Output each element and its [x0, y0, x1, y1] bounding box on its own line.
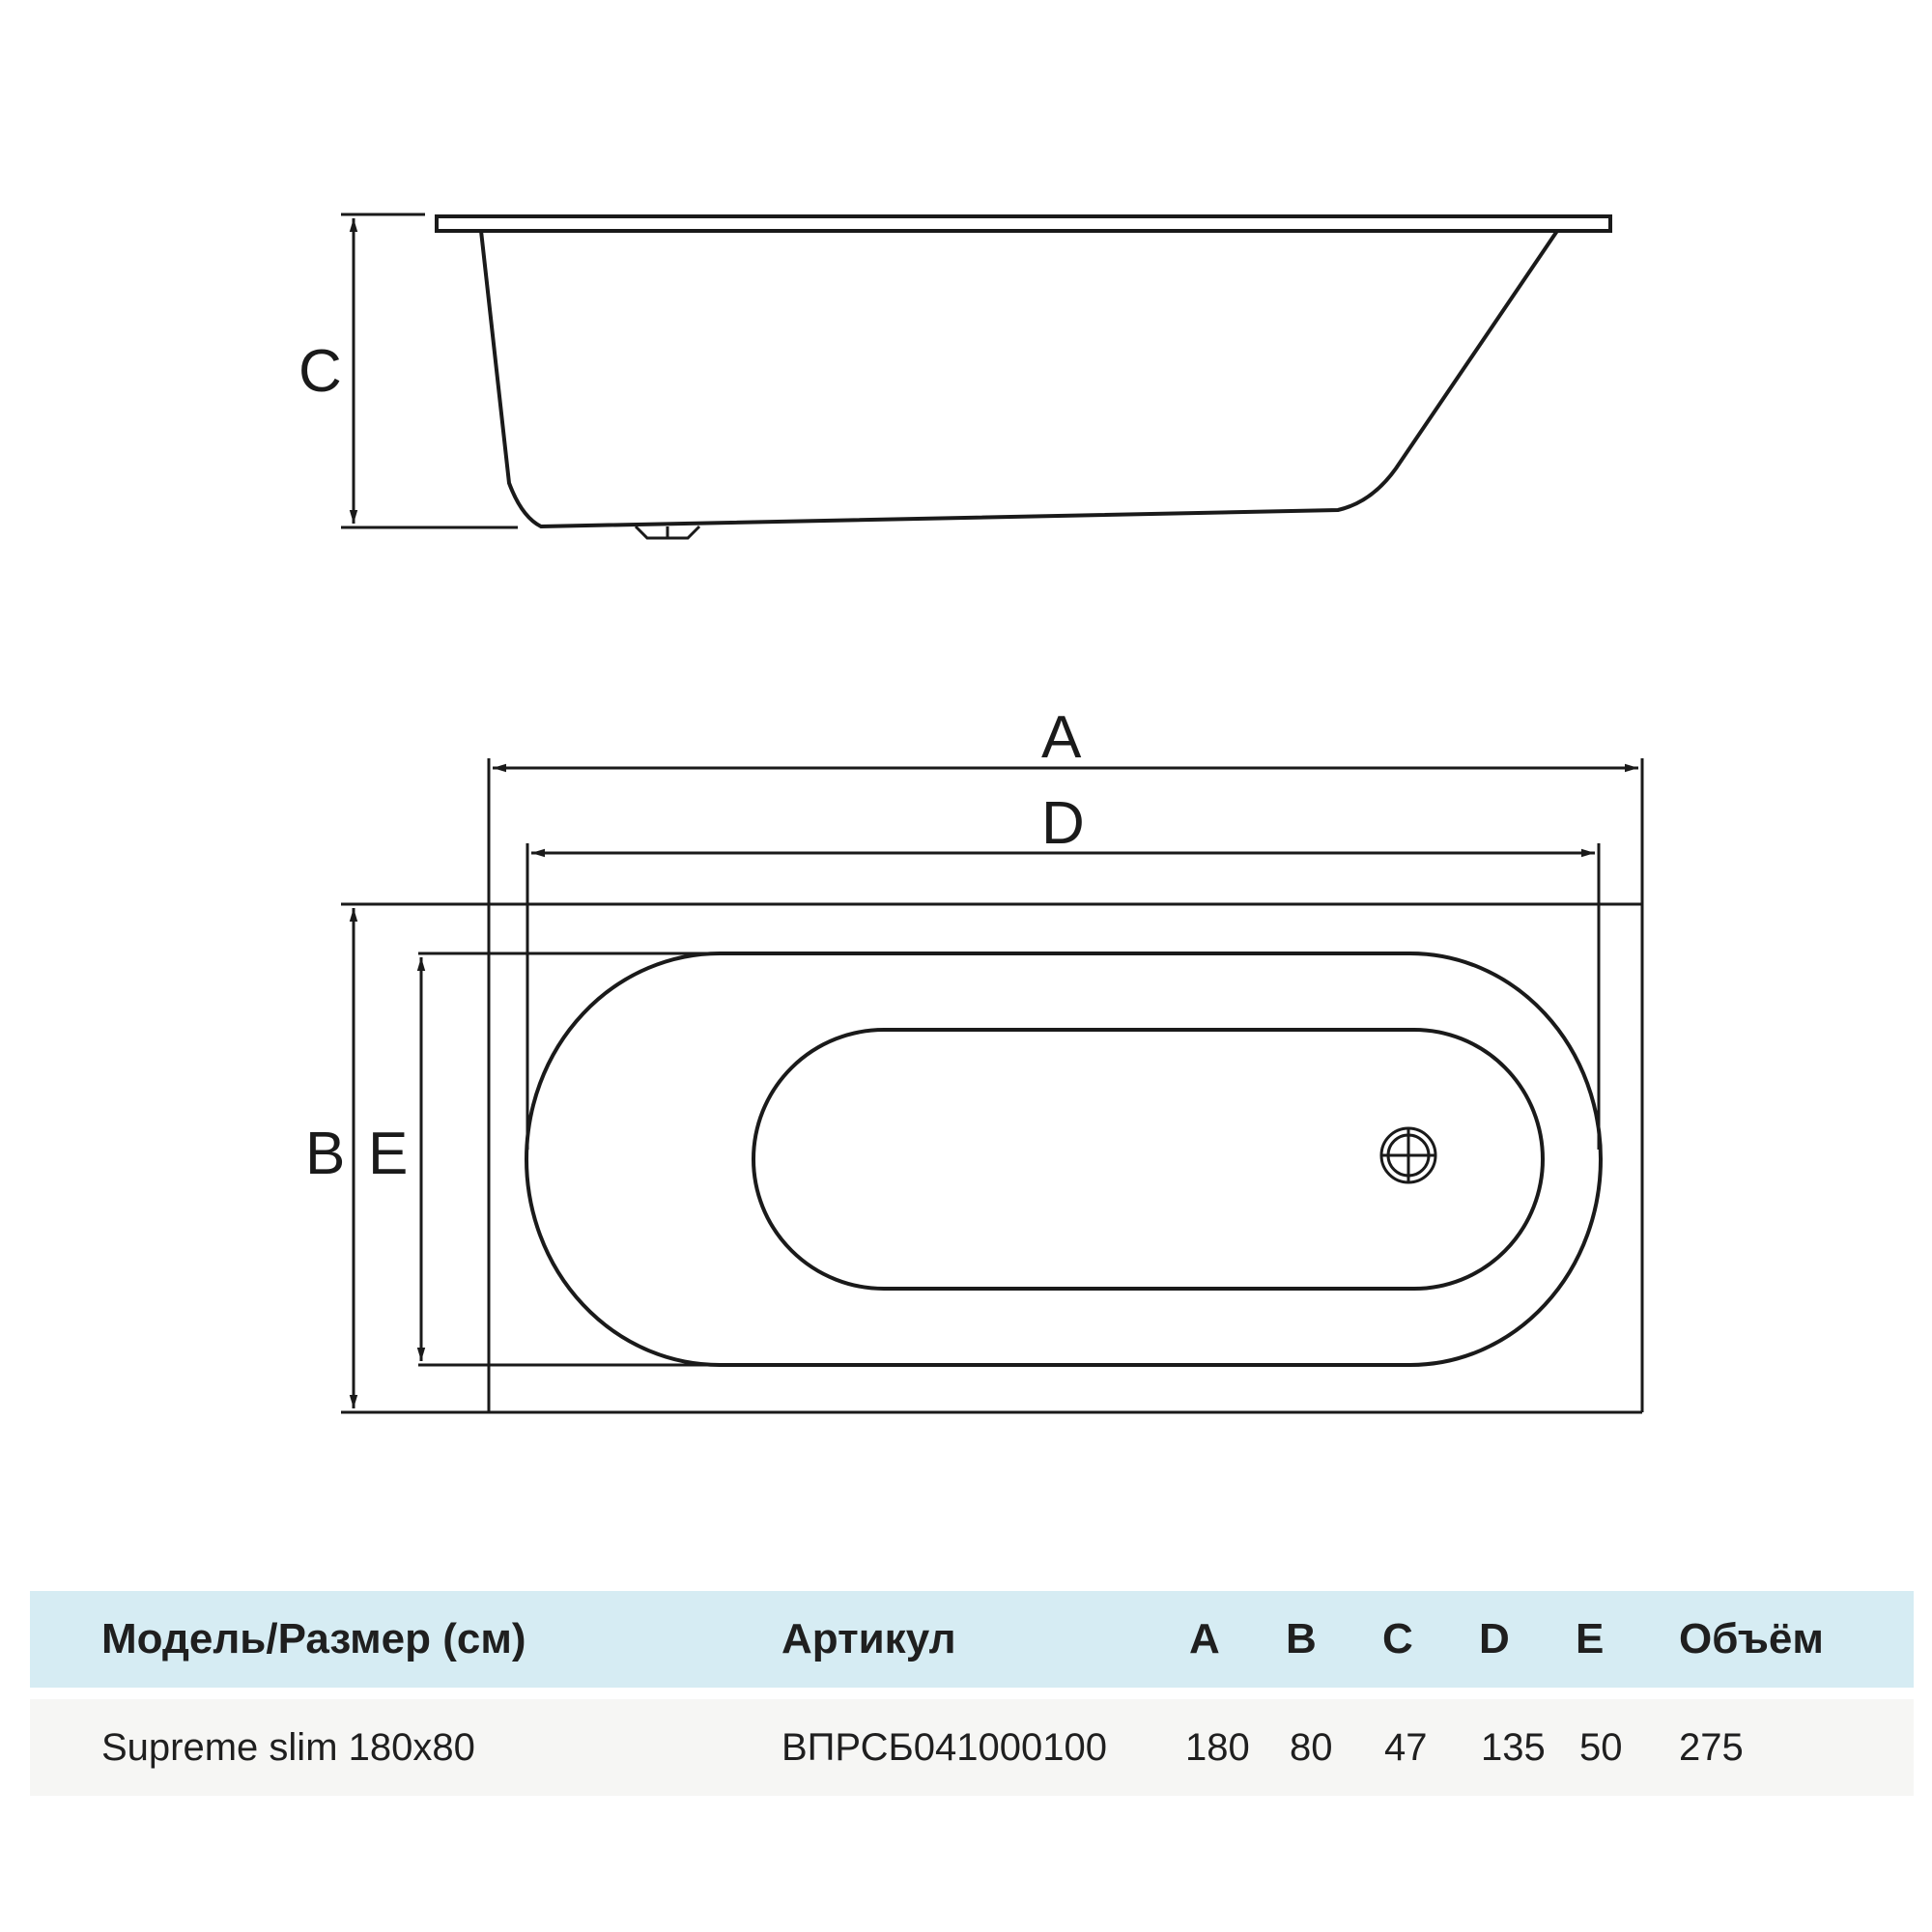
header-d: D [1479, 1615, 1510, 1662]
table-gap [30, 1688, 1914, 1699]
header-volume: Объём [1679, 1615, 1824, 1662]
cell-article: ВПРСБ041000100 [781, 1725, 1108, 1769]
header-c: C [1382, 1615, 1413, 1662]
rim-profile [435, 214, 1612, 233]
spec-table: Модель/Размер (см) Артикул A B C D E Объ… [30, 1591, 1914, 1796]
header-a: A [1189, 1615, 1220, 1662]
dimension-label-a: A [1041, 704, 1082, 771]
header-article: Артикул [781, 1615, 956, 1662]
drain-foot [634, 525, 701, 540]
cell-d: 135 [1481, 1725, 1546, 1769]
dimension-label-c: C [298, 338, 342, 405]
bowl-outer-outline [524, 952, 1604, 1367]
cell-volume: 275 [1679, 1725, 1744, 1769]
drain-icon [1379, 1126, 1437, 1184]
dimension-label-b: B [305, 1121, 345, 1187]
bowl-inner-outline [751, 1028, 1546, 1291]
dimension-label-d: D [1041, 790, 1085, 857]
cell-b: 80 [1290, 1725, 1333, 1769]
dimension-label-e: E [368, 1121, 408, 1187]
header-b: B [1286, 1615, 1317, 1662]
table-header-row: Модель/Размер (см) Артикул A B C D E Объ… [30, 1591, 1914, 1688]
table-row: Supreme slim 180x80 ВПРСБ041000100 180 8… [30, 1699, 1914, 1796]
cell-c: 47 [1384, 1725, 1428, 1769]
header-model: Модель/Размер (см) [101, 1615, 526, 1662]
cell-e: 50 [1579, 1725, 1623, 1769]
top-view [341, 758, 1644, 1414]
header-e: E [1576, 1615, 1605, 1662]
cell-a: 180 [1185, 1725, 1250, 1769]
side-view [341, 213, 1612, 540]
tub-body-profile [479, 229, 1559, 529]
cell-model: Supreme slim 180x80 [101, 1725, 475, 1769]
